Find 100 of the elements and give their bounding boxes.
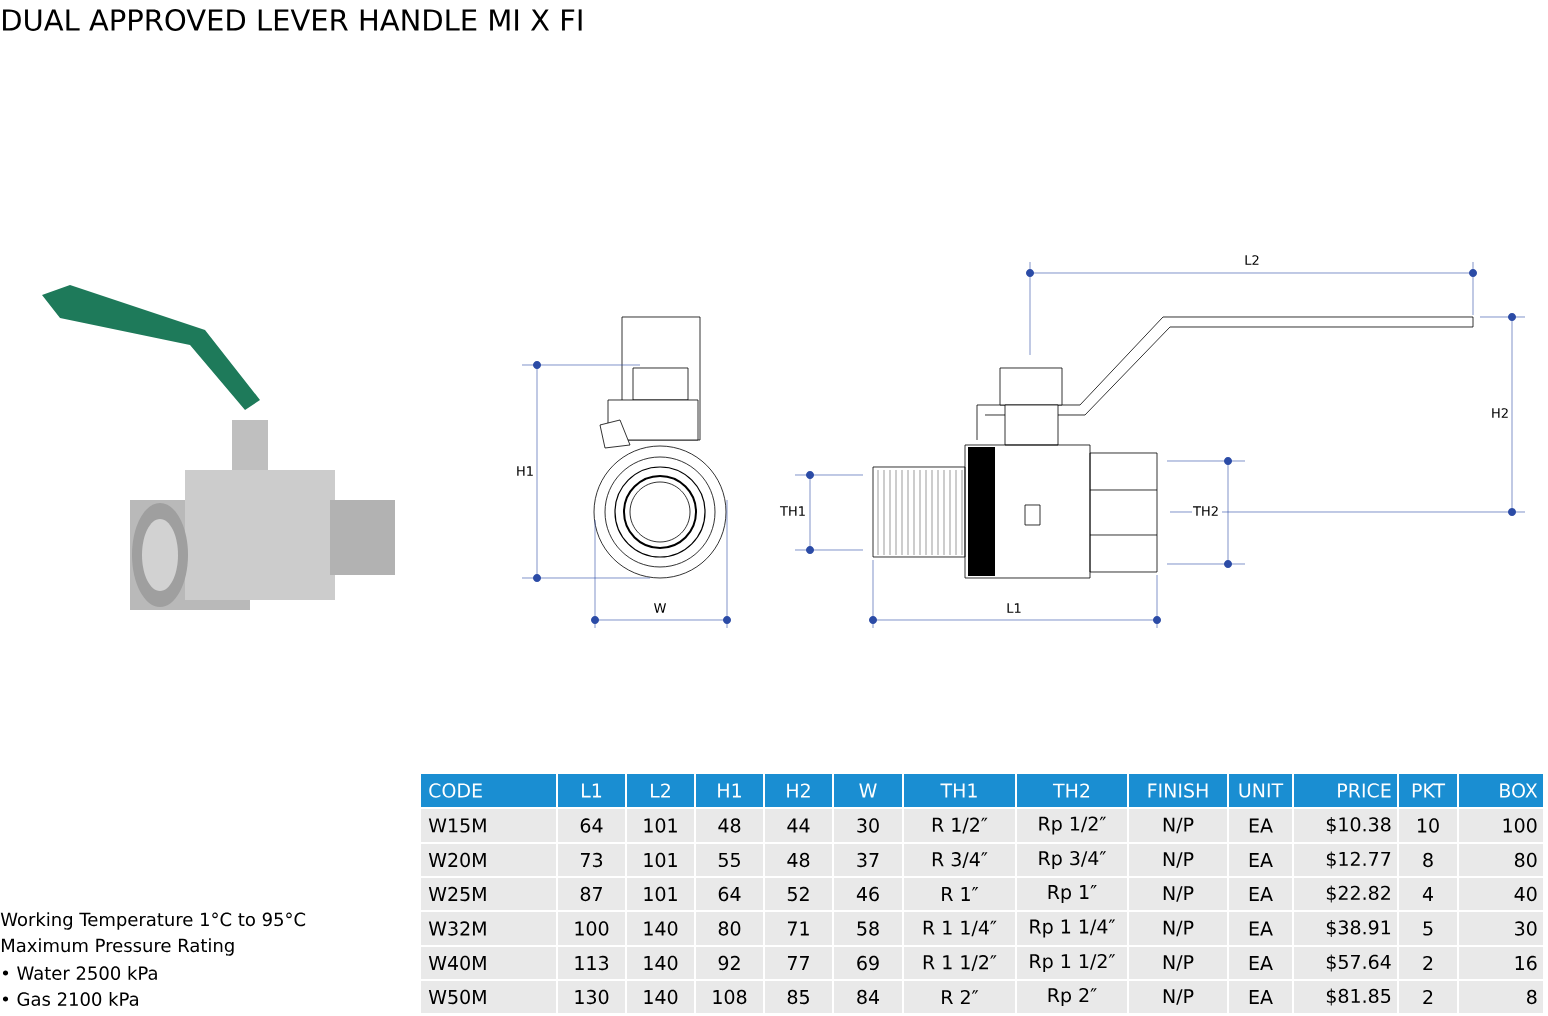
table-cell: N/P — [1129, 947, 1227, 979]
table-cell: 101 — [627, 809, 694, 842]
table-cell: 30 — [1459, 912, 1543, 945]
table-cell: N/P — [1129, 981, 1227, 1013]
table-cell: R 1″ — [904, 878, 1015, 910]
table-cell: N/P — [1129, 844, 1227, 876]
dimension-label: W — [652, 602, 668, 614]
table-cell: $10.38 — [1294, 809, 1397, 842]
table-cell: N/P — [1129, 809, 1227, 842]
table-cell: 130 — [558, 981, 625, 1013]
table-cell: 71 — [765, 912, 832, 945]
table-cell: 101 — [627, 844, 694, 876]
table-cell: $12.77 — [1294, 844, 1397, 876]
table-cell: 73 — [558, 844, 625, 876]
table-cell: R 1 1/4″ — [904, 912, 1015, 945]
table-cell: 92 — [696, 947, 763, 979]
table-cell: 46 — [834, 878, 902, 910]
table-cell: 100 — [558, 912, 625, 945]
table-cell: 2 — [1399, 981, 1457, 1013]
table-cell: 52 — [765, 878, 832, 910]
spec-note: Maximum Pressure Rating — [2, 938, 234, 956]
table-cell: R 1 1/2″ — [904, 947, 1015, 979]
header-cell: BOX — [1459, 774, 1543, 807]
table-cell: 84 — [834, 981, 902, 1013]
table-cell: Rp 1″ — [1017, 878, 1127, 910]
table-cell: 48 — [696, 809, 763, 842]
header-cell: L1 — [558, 774, 625, 807]
table-cell: W15M — [421, 809, 556, 842]
table-cell: 4 — [1399, 878, 1457, 910]
header-cell: H1 — [696, 774, 763, 807]
table-cell: Rp 1 1/2″ — [1017, 947, 1127, 979]
table-cell: Rp 3/4″ — [1017, 844, 1127, 876]
table-cell: 69 — [834, 947, 902, 979]
dimension-label: L2 — [1243, 254, 1261, 266]
table-cell: 77 — [765, 947, 832, 979]
table-cell: 8 — [1399, 844, 1457, 876]
header-cell: CODE — [421, 774, 556, 807]
table-cell: 80 — [696, 912, 763, 945]
table-cell: Rp 1/2″ — [1017, 809, 1127, 842]
title: DUAL APPROVED LEVER HANDLE MI X FI — [3, 9, 582, 31]
spec-note: • Water 2500 kPa — [2, 966, 157, 980]
header-cell: FINISH — [1129, 774, 1227, 807]
header-cell: TH2 — [1017, 774, 1127, 807]
table-cell: 37 — [834, 844, 902, 876]
table-cell: R 3/4″ — [904, 844, 1015, 876]
table-cell: R 1/2″ — [904, 809, 1015, 842]
header-cell: PRICE — [1294, 774, 1397, 807]
table-cell: 113 — [558, 947, 625, 979]
header-cell: PKT — [1399, 774, 1457, 807]
table-cell: W50M — [421, 981, 556, 1013]
table-cell: EA — [1229, 912, 1292, 945]
dimension-label: TH1 — [779, 505, 807, 517]
table-cell: W25M — [421, 878, 556, 910]
table-cell: EA — [1229, 844, 1292, 876]
dimension-label: TH2 — [1192, 505, 1220, 517]
table-cell: $38.91 — [1294, 912, 1397, 945]
table-cell: 2 — [1399, 947, 1457, 979]
header-cell: TH1 — [904, 774, 1015, 807]
header-cell: W — [834, 774, 902, 807]
table-cell: 140 — [627, 912, 694, 945]
header-cell: L2 — [627, 774, 694, 807]
table-cell: 8 — [1459, 981, 1543, 1013]
table-cell: $57.64 — [1294, 947, 1397, 979]
table-cell: 101 — [627, 878, 694, 910]
table-cell: EA — [1229, 878, 1292, 910]
table-cell: 5 — [1399, 912, 1457, 945]
header-cell: UNIT — [1229, 774, 1292, 807]
table-cell: 85 — [765, 981, 832, 1013]
table-cell: 30 — [834, 809, 902, 842]
header-cell: H2 — [765, 774, 832, 807]
dimension-label: H2 — [1490, 407, 1511, 419]
table-cell: 140 — [627, 947, 694, 979]
table-cell: 64 — [558, 809, 625, 842]
table-cell: 64 — [696, 878, 763, 910]
table-cell: N/P — [1129, 912, 1227, 945]
dimension-label: H1 — [515, 465, 536, 477]
table-cell: 80 — [1459, 844, 1543, 876]
table-cell: W20M — [421, 844, 556, 876]
table-cell: Rp 2″ — [1017, 981, 1127, 1013]
table-cell: 48 — [765, 844, 832, 876]
spec-note: Working Temperature 1°C to 95°C — [0, 912, 306, 930]
table-cell: N/P — [1129, 878, 1227, 910]
table-cell: $81.85 — [1294, 981, 1397, 1013]
table-cell: 140 — [627, 981, 694, 1013]
table-cell: 16 — [1459, 947, 1543, 979]
table-cell: 58 — [834, 912, 902, 945]
table-cell: 44 — [765, 809, 832, 842]
table-cell: EA — [1229, 947, 1292, 979]
table-cell: 100 — [1459, 809, 1543, 842]
table-cell: EA — [1229, 981, 1292, 1013]
table-cell: 87 — [558, 878, 625, 910]
spec-note: • Gas 2100 kPa — [2, 992, 138, 1006]
table-cell: EA — [1229, 809, 1292, 842]
table-cell: R 2″ — [904, 981, 1015, 1013]
table-cell: Rp 1 1/4″ — [1017, 912, 1127, 945]
table-cell: 108 — [696, 981, 763, 1013]
table-cell: 10 — [1399, 809, 1457, 842]
table-cell: W32M — [421, 912, 556, 945]
table-cell: $22.82 — [1294, 878, 1397, 910]
dimension-label: L1 — [1005, 602, 1023, 614]
